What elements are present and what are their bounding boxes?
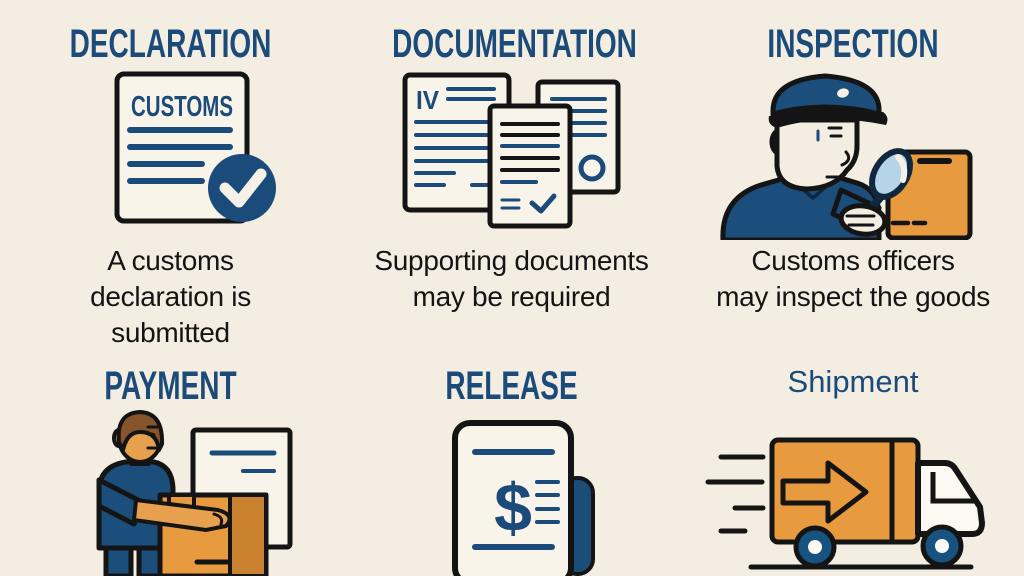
step-declaration: DECLARATION CUSTOMS A customs declaratio…	[0, 0, 341, 356]
worker-hair	[116, 410, 165, 452]
officer-head	[769, 117, 860, 192]
document-middle	[487, 103, 573, 229]
step-title: Shipment	[787, 364, 919, 399]
check-circle-icon	[208, 154, 276, 222]
step-caption: Customs officers may inspect the goods	[716, 245, 990, 312]
speed-lines	[705, 454, 766, 534]
step-release: RELEASE $	[341, 356, 682, 576]
officer-cap	[768, 73, 888, 128]
checkmark	[529, 193, 557, 214]
box-side	[228, 493, 268, 576]
officer-inspecting-box-icon	[715, 58, 995, 240]
delivery-truck-icon	[695, 426, 995, 576]
step-inspection: INSPECTION	[682, 0, 1024, 356]
arm-sleeve	[96, 477, 145, 527]
arrow-icon	[780, 460, 869, 524]
supporting-documents-icon: IV	[402, 72, 622, 230]
step-title: INSPECTION	[767, 22, 939, 66]
step-title: DECLARATION	[69, 22, 272, 66]
step-caption: A customs declaration is submitted	[90, 245, 251, 348]
receipt-paper	[452, 420, 574, 576]
dollar-receipt-icon: $	[440, 420, 595, 576]
document-left: IV	[402, 72, 512, 213]
worker-arm	[96, 477, 232, 533]
customs-declaration-check-icon: CUSTOMS	[112, 70, 280, 228]
customs-officer	[720, 73, 888, 240]
stamp-circle	[578, 154, 606, 182]
worker-package-invoice-icon	[90, 408, 295, 576]
worker-leg-left	[103, 545, 134, 576]
document-heading-label: IV	[416, 85, 440, 115]
step-shipment: Shipment	[682, 356, 1024, 576]
cap-brim	[768, 107, 888, 128]
step-title: DOCUMENTATION	[392, 22, 637, 66]
magnifying-glass-icon	[863, 148, 913, 217]
step-caption: Supporting documents may be required	[374, 245, 649, 312]
delivery-truck	[769, 437, 985, 569]
step-title: RELEASE	[445, 364, 578, 408]
step-payment: PAYMENT	[0, 356, 341, 576]
truck-wheel-rear	[920, 524, 964, 568]
hand-finger-line	[212, 512, 224, 526]
officer-nose	[840, 150, 851, 167]
arm-forearm	[131, 497, 232, 533]
lens-highlight	[895, 154, 908, 183]
receipt: $	[452, 420, 595, 576]
customs-label: CUSTOMS	[131, 91, 233, 123]
cap-dot	[837, 88, 849, 98]
step-title: PAYMENT	[104, 364, 237, 408]
truck-wheel-front	[793, 525, 837, 569]
worker-eye	[150, 432, 156, 438]
cab-window	[930, 472, 975, 504]
step-documentation: DOCUMENTATION IV	[341, 0, 682, 356]
dollar-sign: $	[494, 470, 532, 546]
officer-hand	[838, 203, 888, 237]
